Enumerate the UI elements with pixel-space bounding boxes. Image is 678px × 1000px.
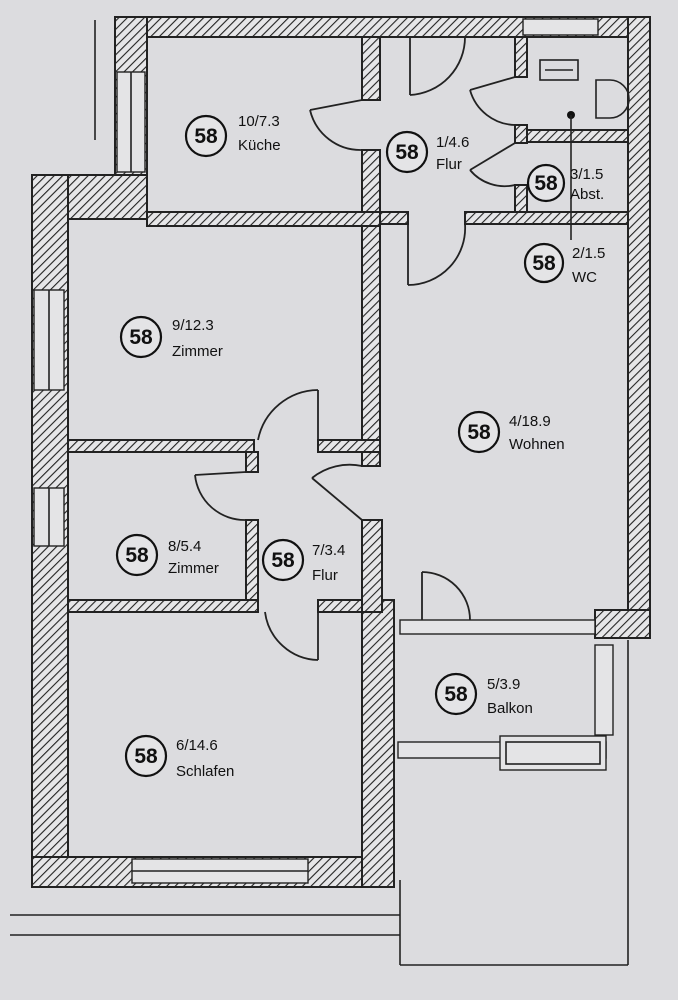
room-name: Abst. (570, 186, 604, 203)
room-label-schlafen: 58 6/14.6 Schlafen (124, 734, 234, 780)
room-badge: 58 (395, 141, 419, 164)
room-label-wohnen: 58 4/18.9 Wohnen (457, 410, 565, 454)
window-wc (522, 18, 599, 36)
room-number: 7/3.4 (312, 542, 345, 559)
room-badge: 58 (534, 172, 558, 195)
room-badge: 58 (444, 683, 468, 706)
room-number: 2/1.5 (572, 245, 605, 262)
room-labels: 58 10/7.3 Küche 58 1/4.6 Flur 58 3/1.5 A… (115, 113, 605, 780)
room-number: 4/18.9 (509, 413, 551, 430)
room-badge: 58 (271, 549, 295, 572)
room-name: Zimmer (172, 343, 223, 360)
fixtures (397, 59, 630, 771)
room-badge: 58 (134, 745, 158, 768)
toilet (595, 79, 630, 119)
room-badge: 58 (129, 326, 153, 349)
room-label-zimmer9: 58 9/12.3 Zimmer (119, 315, 223, 360)
room-name: Zimmer (168, 560, 219, 577)
doors (194, 36, 516, 661)
room-badge: 58 (532, 252, 556, 275)
room-number: 6/14.6 (176, 737, 218, 754)
room-label-zimmer8: 58 8/5.4 Zimmer (115, 533, 219, 577)
room-number: 8/5.4 (168, 538, 201, 555)
room-name: Balkon (487, 700, 533, 717)
sink (539, 59, 579, 81)
room-number: 3/1.5 (570, 166, 603, 183)
room-number: 1/4.6 (436, 134, 469, 151)
room-label-wc: 58 2/1.5 WC (523, 242, 605, 286)
room-name: Flur (312, 567, 338, 584)
room-label-balkon: 58 5/3.9 Balkon (434, 672, 533, 717)
windows (33, 18, 599, 884)
room-label-flur7: 58 7/3.4 Flur (261, 538, 345, 584)
site-lines (10, 20, 629, 966)
room-number: 10/7.3 (238, 113, 280, 130)
room-name: Schlafen (176, 763, 234, 780)
room-badge: 58 (194, 125, 218, 148)
room-label-flur1: 58 1/4.6 Flur (385, 130, 469, 174)
room-number: 9/12.3 (172, 317, 214, 334)
room-label-abst: 58 3/1.5 Abst. (526, 163, 604, 203)
room-name: Wohnen (509, 436, 565, 453)
room-label-kueche: 58 10/7.3 Küche (184, 113, 281, 158)
room-number: 5/3.9 (487, 676, 520, 693)
room-badge: 58 (125, 544, 149, 567)
room-name: Flur (436, 156, 462, 173)
room-name: WC (572, 269, 597, 286)
room-name: Küche (238, 137, 281, 154)
interior-walls (67, 36, 629, 635)
room-badge: 58 (467, 421, 491, 444)
